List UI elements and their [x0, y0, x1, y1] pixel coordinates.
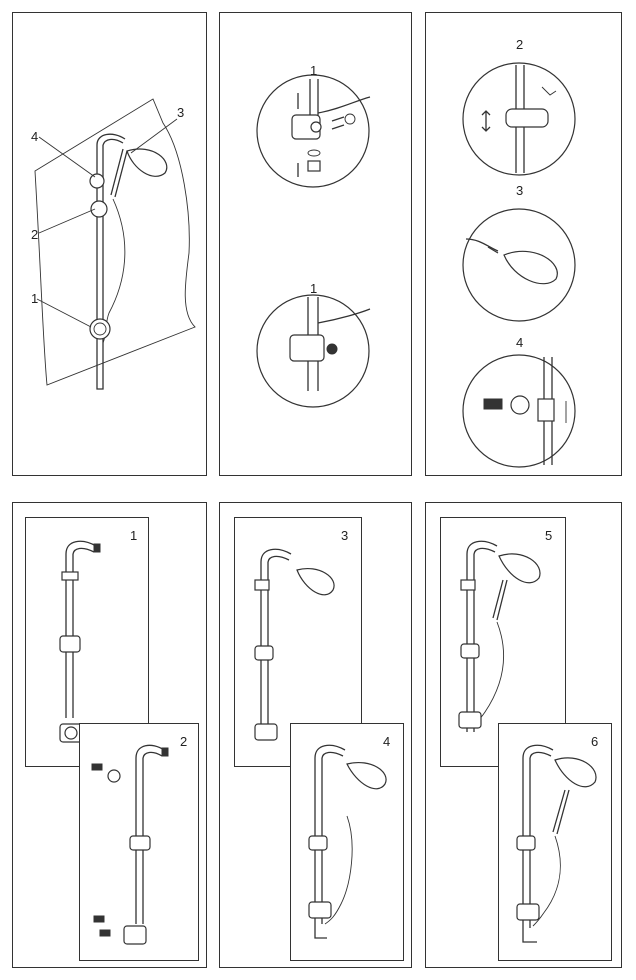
callout-2: 2 — [31, 227, 38, 242]
overview-panel: 4 3 2 1 — [12, 12, 207, 476]
step-6-illustration: 6 — [516, 734, 598, 943]
step-4-frame: 4 — [290, 723, 404, 961]
step-4-number: 4 — [383, 734, 390, 749]
component-detail-panel: 2 3 4 — [425, 12, 622, 476]
step-2-number: 2 — [180, 734, 187, 749]
step-3-number: 3 — [341, 528, 348, 543]
step-2-illustration: 2 — [91, 734, 187, 945]
mixer-label-top: 1 — [310, 63, 317, 78]
detail-label-3: 3 — [516, 183, 523, 198]
mixer-label-bottom: 1 — [310, 281, 317, 296]
step-6-number: 6 — [591, 734, 598, 749]
step-5-number: 5 — [545, 528, 552, 543]
step-4-illustration: 4 — [308, 734, 390, 939]
step-1-illustration: 1 — [59, 528, 137, 743]
steps-1-2-panel: 1 2 — [12, 502, 207, 968]
detail-label-2: 2 — [516, 37, 523, 52]
component-detail-illustration: 2 3 4 — [462, 37, 576, 468]
step-1-number: 1 — [130, 528, 137, 543]
mixer-detail-panel: 1 1 — [219, 12, 412, 476]
callout-4: 4 — [31, 129, 38, 144]
steps-5-6-panel: 5 6 — [425, 502, 622, 968]
step-6-frame: 6 — [498, 723, 612, 961]
mixer-detail-illustration: 1 1 — [256, 63, 371, 408]
step-3-illustration: 3 — [254, 528, 348, 741]
overview-illustration: 4 3 2 1 — [31, 98, 196, 390]
step-2-frame: 2 — [79, 723, 199, 961]
callout-1: 1 — [31, 291, 38, 306]
detail-label-4: 4 — [516, 335, 523, 350]
callout-3: 3 — [177, 105, 184, 120]
step-5-illustration: 5 — [458, 528, 552, 732]
steps-3-4-panel: 3 4 — [219, 502, 412, 968]
